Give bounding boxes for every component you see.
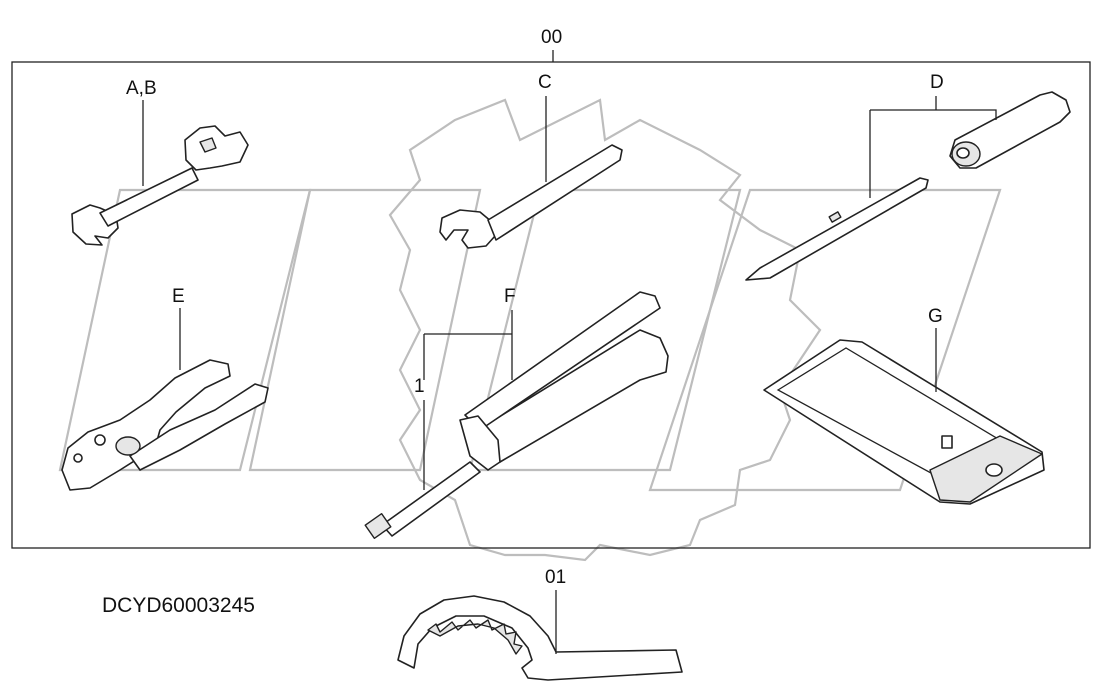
single-wrench-c (439, 96, 623, 249)
label-f: F (504, 286, 516, 307)
watermark-gear (388, 98, 822, 562)
double-wrench-ab (71, 100, 249, 246)
screwdriver-d (745, 91, 1071, 281)
label-e: E (172, 286, 185, 307)
label-ab: A,B (126, 78, 157, 99)
label-01: 01 (545, 567, 566, 588)
label-g: G (928, 306, 943, 327)
grease-gun-f (364, 291, 669, 539)
label-d: D (930, 72, 944, 93)
tool-pouch-g (763, 328, 1045, 505)
pliers-e (61, 308, 269, 491)
hook-spanner-01 (397, 590, 683, 681)
label-c: C (538, 72, 552, 93)
drawing-code: DCYD60003245 (102, 594, 255, 617)
label-1: 1 (414, 376, 425, 397)
label-00: 00 (541, 27, 562, 48)
assembly-frame (11, 61, 1091, 549)
